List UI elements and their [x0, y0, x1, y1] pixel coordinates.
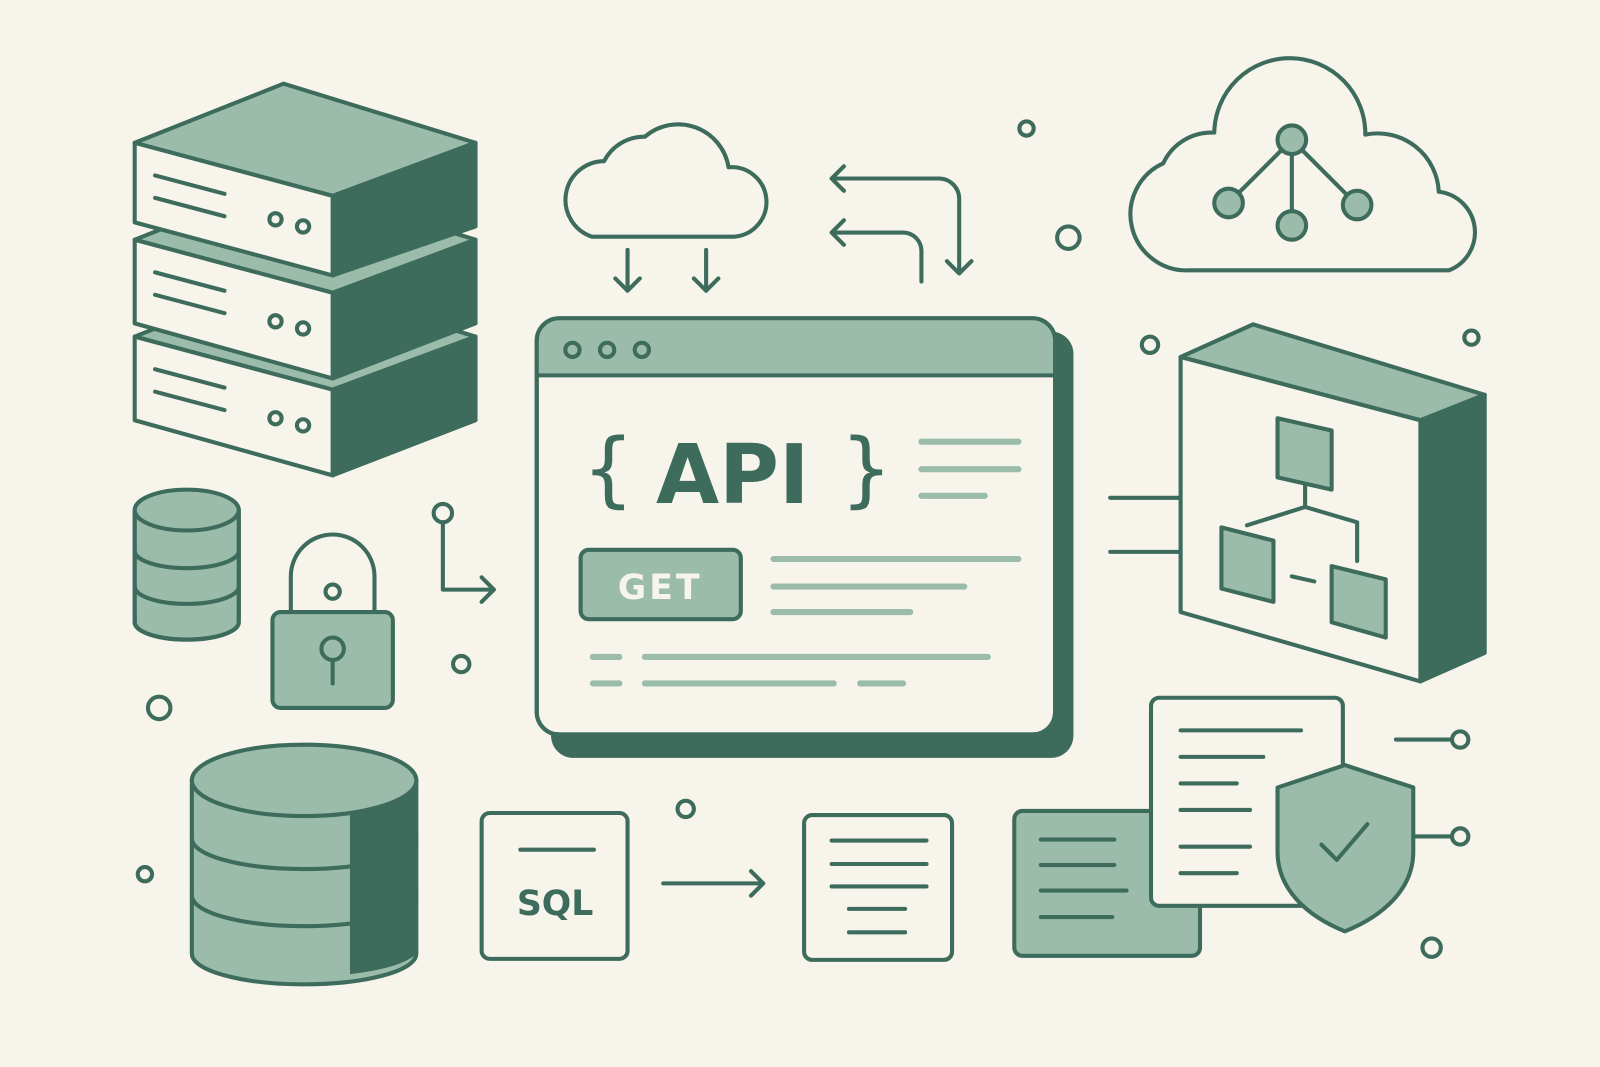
document-icon: [802, 813, 955, 962]
connector-lines: [1108, 495, 1471, 847]
decorative-dots: [135, 119, 1481, 959]
exchange-arrows-icon: [829, 164, 974, 284]
lock-icon: [270, 532, 395, 710]
api-browser-window: API { } GET: [534, 316, 1074, 758]
cloud-network-icon: [1128, 56, 1477, 273]
database-large-icon: [189, 742, 419, 987]
server-stack-icon: [132, 81, 478, 478]
api-title: API: [656, 428, 809, 523]
corner-arrow-icon: [431, 501, 496, 604]
sql-file-icon: SQL: [479, 810, 630, 961]
get-button: GET: [618, 568, 703, 608]
hierarchy-panel-icon: [1178, 322, 1487, 684]
brace-open: {: [582, 422, 634, 517]
brace-close: }: [840, 422, 892, 517]
cloud-download-icon: [563, 122, 769, 293]
arrow-right-icon: [661, 869, 766, 898]
database-small-icon: [132, 487, 241, 642]
secure-documents-icon: [1012, 695, 1416, 958]
sql-label: SQL: [517, 884, 594, 924]
